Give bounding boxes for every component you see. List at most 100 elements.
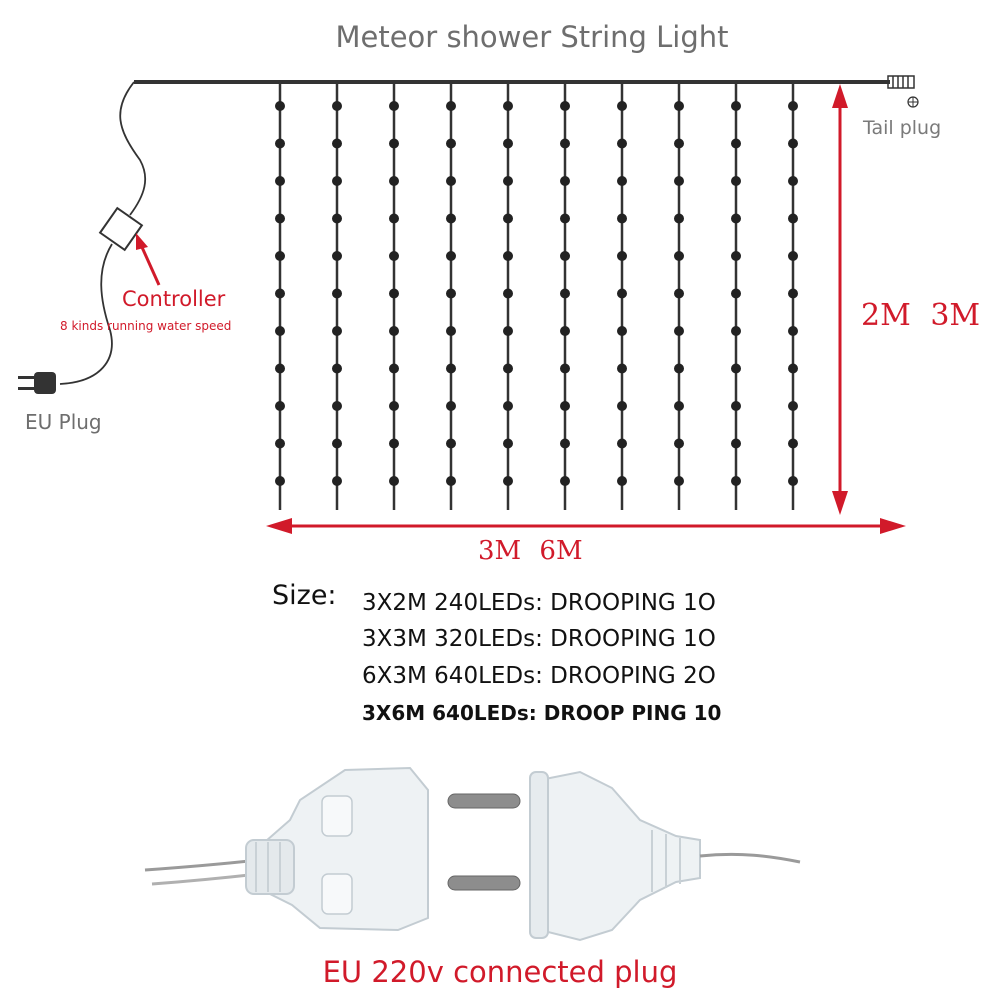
led-bulb bbox=[674, 101, 684, 111]
led-bulb bbox=[446, 363, 456, 374]
connected-plug-illustration bbox=[144, 766, 801, 942]
led-bulb bbox=[332, 138, 342, 149]
size-row: 3X3M 320LEDs: DROOPING 1O bbox=[362, 626, 716, 652]
size-prefix: Size: bbox=[272, 580, 337, 611]
led-bulb bbox=[275, 438, 285, 449]
led-bulb bbox=[389, 176, 399, 186]
size-row: 3X2M 240LEDs: DROOPING 1O bbox=[362, 590, 716, 616]
led-bulb bbox=[674, 438, 684, 449]
led-bulb bbox=[503, 401, 513, 411]
led-bulb bbox=[446, 438, 456, 449]
led-bulb bbox=[560, 401, 570, 411]
tail-plug-label: Tail plug bbox=[863, 117, 942, 139]
led-bulb bbox=[674, 363, 684, 374]
led-bulb bbox=[275, 176, 285, 186]
led-bulb bbox=[503, 363, 513, 374]
led-bulb bbox=[446, 326, 456, 336]
led-bulb bbox=[788, 251, 798, 261]
led-bulb bbox=[503, 213, 513, 224]
led-bulb bbox=[617, 176, 627, 186]
led-bulb bbox=[446, 138, 456, 149]
led-bulb bbox=[275, 101, 285, 111]
led-bulb bbox=[446, 101, 456, 111]
led-bulb bbox=[503, 476, 513, 486]
led-bulb bbox=[731, 401, 741, 411]
led-bulb bbox=[275, 326, 285, 336]
arrow-icon bbox=[136, 233, 161, 286]
led-bulb bbox=[275, 363, 285, 374]
led-bulb bbox=[503, 326, 513, 336]
led-bulb bbox=[332, 326, 342, 336]
led-bulb bbox=[332, 401, 342, 411]
led-bulb bbox=[275, 251, 285, 261]
led-bulb bbox=[389, 438, 399, 449]
led-bulb bbox=[674, 251, 684, 261]
led-bulb bbox=[788, 288, 798, 299]
led-bulb bbox=[503, 438, 513, 449]
led-bulb bbox=[275, 476, 285, 486]
led-bulb bbox=[731, 438, 741, 449]
led-bulb bbox=[503, 176, 513, 186]
led-bulb bbox=[389, 138, 399, 149]
led-bulb bbox=[788, 326, 798, 336]
led-bulb bbox=[503, 138, 513, 149]
led-bulb bbox=[731, 138, 741, 149]
led-bulb bbox=[617, 251, 627, 261]
led-bulb bbox=[617, 476, 627, 486]
led-bulb bbox=[389, 401, 399, 411]
led-bulb bbox=[560, 251, 570, 261]
plug-caption: EU 220v connected plug bbox=[322, 955, 678, 989]
led-bulb bbox=[674, 401, 684, 411]
led-bulb bbox=[731, 176, 741, 186]
led-bulb bbox=[788, 438, 798, 449]
led-bulb bbox=[788, 101, 798, 111]
height-dimension-arrow bbox=[832, 84, 848, 515]
led-bulb bbox=[788, 401, 798, 411]
led-bulb bbox=[731, 326, 741, 336]
led-bulb bbox=[446, 213, 456, 224]
led-bulb bbox=[389, 101, 399, 111]
led-bulb bbox=[788, 213, 798, 224]
led-bulb bbox=[560, 363, 570, 374]
eu-plug-icon bbox=[18, 372, 56, 394]
led-bulb bbox=[674, 138, 684, 149]
led-bulb bbox=[674, 213, 684, 224]
led-bulb bbox=[560, 213, 570, 224]
led-bulb bbox=[332, 363, 342, 374]
led-bulb bbox=[389, 476, 399, 486]
diagram-title: Meteor shower String Light bbox=[335, 20, 729, 54]
led-bulb bbox=[389, 363, 399, 374]
led-bulb bbox=[788, 476, 798, 486]
size-row: 3X6M 640LEDs: DROOP PING 10 bbox=[362, 701, 722, 725]
width-dimension-arrow bbox=[266, 518, 906, 534]
eu-plug-label: EU Plug bbox=[25, 410, 102, 434]
controller-description: 8 kinds running water speed bbox=[60, 319, 232, 333]
led-bulb bbox=[446, 401, 456, 411]
led-bulb bbox=[560, 101, 570, 111]
led-bulb bbox=[332, 176, 342, 186]
led-bulb bbox=[332, 476, 342, 486]
led-bulb bbox=[731, 213, 741, 224]
led-bulb bbox=[503, 101, 513, 111]
led-bulb bbox=[674, 176, 684, 186]
led-bulb bbox=[731, 363, 741, 374]
height-dimension-label: 2M 3M bbox=[861, 298, 981, 333]
led-bulb bbox=[389, 251, 399, 261]
led-bulb bbox=[446, 476, 456, 486]
led-bulb bbox=[731, 251, 741, 261]
led-bulb bbox=[617, 326, 627, 336]
led-bulb bbox=[332, 213, 342, 224]
led-bulb bbox=[788, 176, 798, 186]
led-bulb bbox=[275, 138, 285, 149]
led-bulb bbox=[275, 213, 285, 224]
led-bulb bbox=[617, 363, 627, 374]
led-bulb bbox=[617, 213, 627, 224]
led-bulb bbox=[617, 288, 627, 299]
led-bulb bbox=[275, 401, 285, 411]
led-bulb bbox=[389, 288, 399, 299]
led-bulb bbox=[731, 101, 741, 111]
led-bulb bbox=[560, 288, 570, 299]
led-bulb bbox=[446, 176, 456, 186]
width-dimension-label: 3M 6M bbox=[478, 536, 583, 566]
controller-label: Controller bbox=[122, 287, 226, 311]
